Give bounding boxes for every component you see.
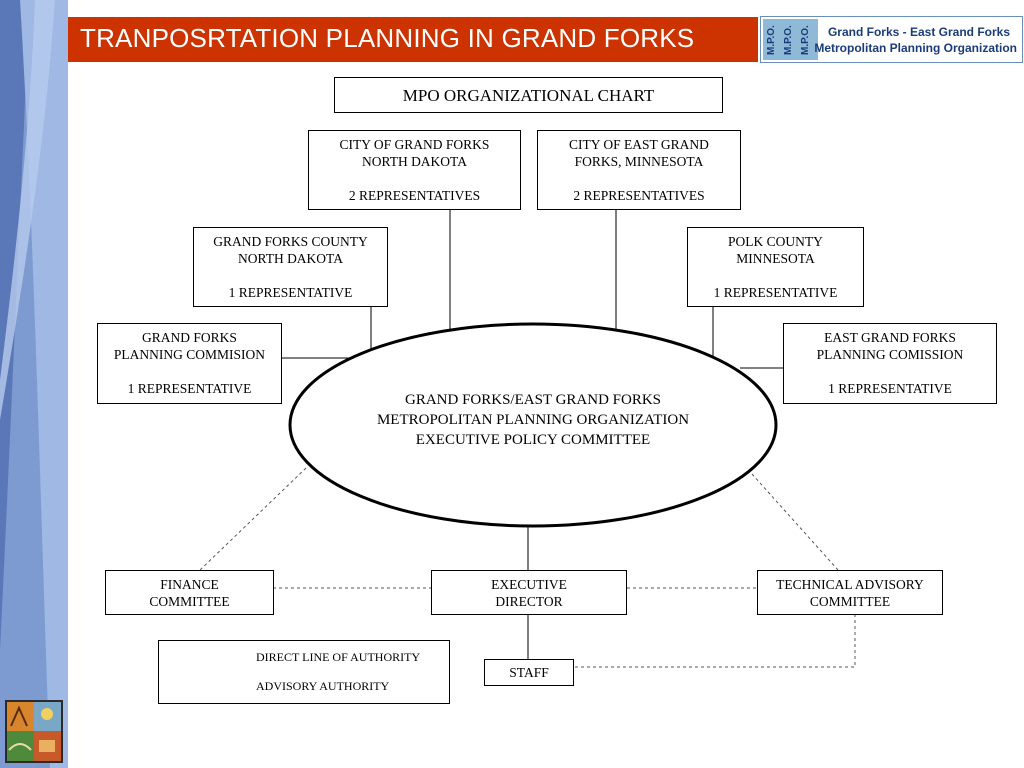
legend-box: DIRECT LINE OF AUTHORITY ADVISORY AUTHOR… <box>158 640 450 704</box>
grand-forks-planning-box: GRAND FORKS PLANNING COMMISION 1 REPRESE… <box>97 323 282 404</box>
box-line: EAST GRAND FORKS <box>824 330 956 345</box>
box-line: POLK COUNTY <box>728 234 823 249</box>
ellipse-line: EXECUTIVE POLICY COMMITTEE <box>415 432 651 448</box>
staff-label: STAFF <box>509 665 549 680</box>
box-line: PLANNING COMISSION <box>816 347 964 362</box>
mpo-logo-mark: M.P.O. M.P.O. M.P.O. <box>763 19 818 60</box>
box-line: PLANNING COMMISION <box>113 347 266 362</box>
polk-county-box: POLK COUNTY MINNESOTA 1 REPRESENTATIVE <box>687 227 864 307</box>
east-grand-forks-planning-box: EAST GRAND FORKS PLANNING COMISSION 1 RE… <box>783 323 997 404</box>
corner-logo <box>5 700 63 763</box>
box-line: DIRECTOR <box>495 593 563 609</box>
logo-title-line2: Metropolitan Planning Organization <box>814 41 1017 55</box>
ellipse-line: GRAND FORKS/EAST GRAND FORKS <box>404 392 662 408</box>
box-line: CITY OF EAST GRAND <box>569 137 709 152</box>
executive-committee-label: GRAND FORKS/EAST GRAND FORKS METROPOLITA… <box>300 390 766 450</box>
box-line: NORTH DAKOTA <box>362 154 467 169</box>
sidebar-swoosh-graphic <box>0 0 68 768</box>
representative-count: 2 REPRESENTATIVES <box>573 188 705 203</box>
executive-director-box: EXECUTIVE DIRECTOR <box>431 570 627 615</box>
box-line: CITY OF GRAND FORKS <box>339 137 490 152</box>
box-line: COMMITTEE <box>809 593 891 609</box>
advisory-finance-diagonal <box>199 467 307 571</box>
staff-box: STAFF <box>484 659 574 686</box>
representative-count: 2 REPRESENTATIVES <box>348 188 481 203</box>
sidebar-decoration <box>0 0 68 768</box>
representative-count: 1 REPRESENTATIVE <box>828 381 952 396</box>
mpo-logo: M.P.O. M.P.O. M.P.O. Grand Forks - East … <box>760 16 1023 63</box>
chart-title: MPO ORGANIZATIONAL CHART <box>334 77 723 113</box>
slide-title: TRANPOSRTATION PLANNING IN GRAND FORKS <box>80 23 695 53</box>
box-line: EXECUTIVE <box>491 576 567 592</box>
city-grand-forks-box: CITY OF GRAND FORKS NORTH DAKOTA 2 REPRE… <box>308 130 521 210</box>
legend-direct-label: DIRECT LINE OF AUTHORITY <box>256 650 421 664</box>
technical-advisory-box: TECHNICAL ADVISORY COMMITTEE <box>757 570 943 615</box>
chart-title-text: MPO ORGANIZATIONAL CHART <box>402 85 655 105</box>
box-line: GRAND FORKS COUNTY <box>213 234 368 249</box>
box-line: FORKS, MINNESOTA <box>574 154 704 169</box>
corner-logo-graphic <box>5 700 63 763</box>
box-line: NORTH DAKOTA <box>238 251 343 266</box>
advisory-technical-diagonal <box>751 473 839 571</box>
ellipse-line: METROPOLITAN PLANNING ORGANIZATION <box>376 412 690 428</box>
advisory-technical-staff <box>574 614 856 668</box>
box-line: MINNESOTA <box>736 251 815 266</box>
box-line: TECHNICAL ADVISORY <box>776 576 924 592</box>
representative-count: 1 REPRESENTATIVE <box>127 381 252 396</box>
legend-advisory-label: ADVISORY AUTHORITY <box>256 679 390 693</box>
executive-committee-ellipse <box>288 322 778 528</box>
logo-title-line1: Grand Forks - East Grand Forks <box>827 25 1010 39</box>
representative-count: 1 REPRESENTATIVE <box>713 285 838 300</box>
finance-committee-box: FINANCE COMMITTEE <box>105 570 274 615</box>
representative-count: 1 REPRESENTATIVE <box>228 285 353 300</box>
city-east-grand-forks-box: CITY OF EAST GRAND FORKS, MINNESOTA 2 RE… <box>537 130 741 210</box>
box-line: FINANCE <box>160 576 219 592</box>
title-bar: TRANPOSRTATION PLANNING IN GRAND FORKS <box>68 17 758 62</box>
grand-forks-county-box: GRAND FORKS COUNTY NORTH DAKOTA 1 REPRES… <box>193 227 388 307</box>
box-line: COMMITTEE <box>149 593 230 609</box>
box-line: GRAND FORKS <box>142 330 237 345</box>
